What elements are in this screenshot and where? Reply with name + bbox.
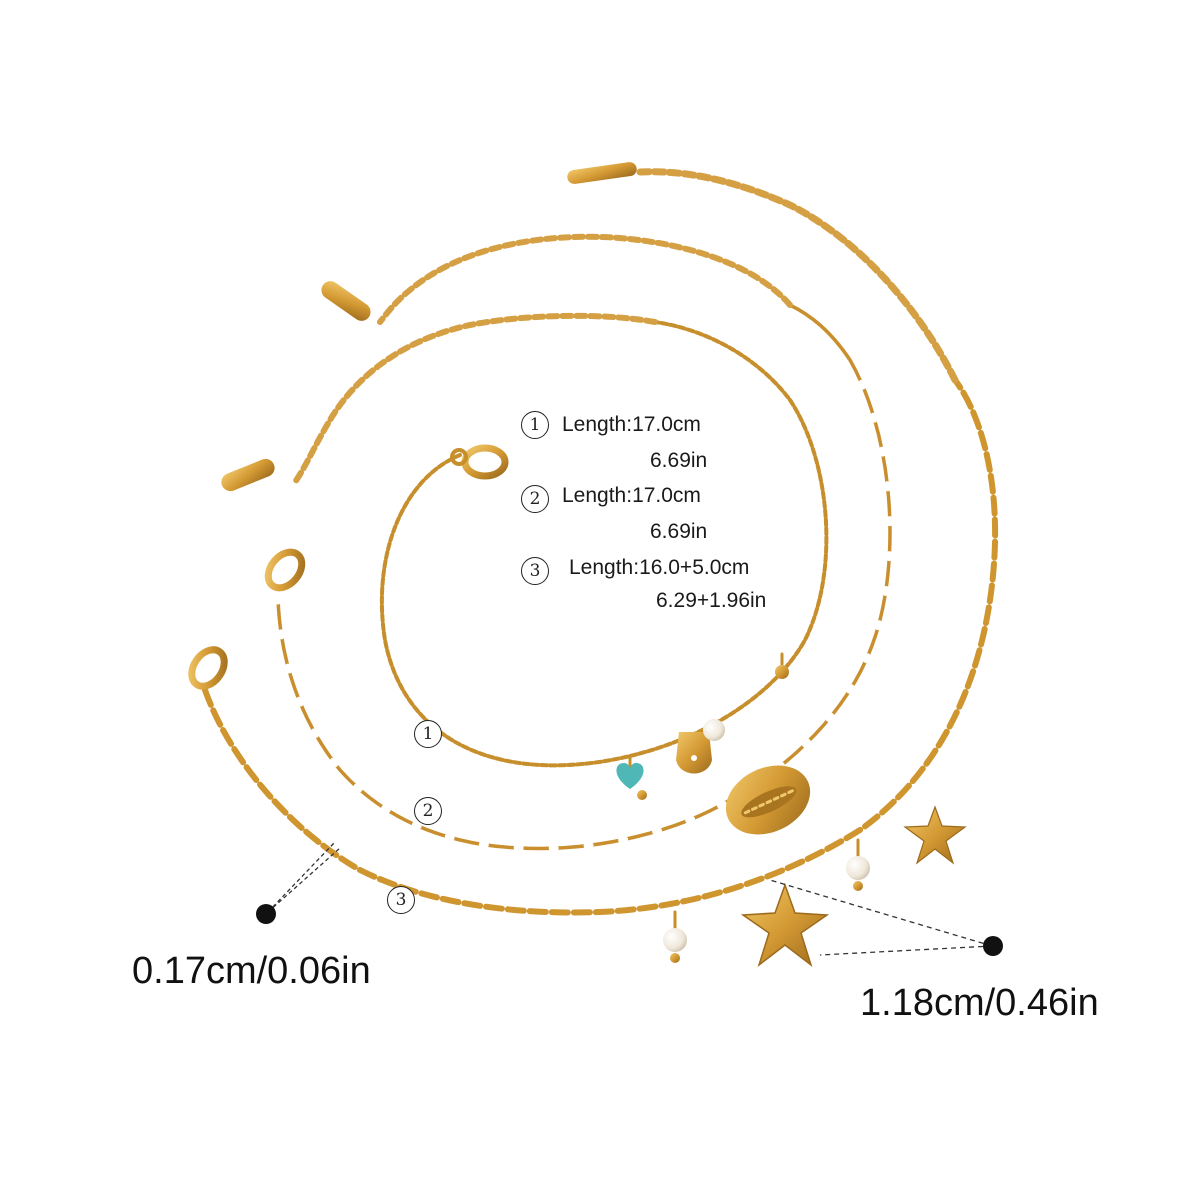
bead-dangle [775, 652, 789, 679]
starfish-charm-small [903, 805, 967, 865]
spec-number-3: 3 [521, 557, 549, 585]
charm-size-pointer [769, 879, 1003, 956]
bracelet-3-clasp [188, 646, 228, 690]
charm-size-label: 1.18cm/0.46in [860, 982, 1099, 1024]
spec-inches-3: 6.29+1.96in [656, 589, 767, 612]
bracelet-1-clasp [450, 444, 509, 480]
spec-inches-2: 6.69in [650, 520, 708, 543]
spec-number-1: 1 [521, 411, 549, 439]
spec-length-2: Length:17.0cm [562, 484, 701, 507]
spec-length-3: Length:16.0+5.0cm [569, 556, 750, 579]
bracelet-1 [221, 312, 829, 800]
bracelet-1-chain [379, 320, 829, 768]
starfish-charm-large [740, 882, 830, 968]
cowrie-shell-charm [725, 765, 811, 835]
bracelet-1-extender [292, 312, 658, 485]
bracelet-marker-1: 1 [414, 720, 442, 748]
spec-inches-1: 6.69in [650, 449, 708, 472]
spec-number-2: 2 [521, 485, 549, 513]
bracelet-1-tag [221, 458, 275, 492]
bracelet-marker-3: 3 [387, 886, 415, 914]
bracelet-2 [264, 233, 894, 852]
bracelet-3-tag [567, 162, 637, 184]
pearl-dangle-1 [663, 910, 687, 963]
charm-size-dot [983, 936, 1003, 956]
bracelet-2-clasp [264, 548, 306, 592]
hamsa-charm [676, 719, 725, 774]
bracelet-3-chain [202, 377, 999, 916]
chain-width-label: 0.17cm/0.06in [132, 950, 371, 992]
pearl-dangle-2 [846, 838, 870, 891]
bracelet-2-tag [321, 281, 371, 321]
bracelet-3 [188, 162, 999, 968]
chain-width-pointer [256, 841, 341, 924]
bracelet-marker-2: 2 [414, 797, 442, 825]
bracelet-2-extender [377, 233, 793, 325]
chain-width-dot [256, 904, 276, 924]
spec-length-1: Length:17.0cm [562, 413, 701, 436]
turquoise-heart-charm [616, 755, 647, 800]
bracelet-3-extender [636, 168, 959, 384]
